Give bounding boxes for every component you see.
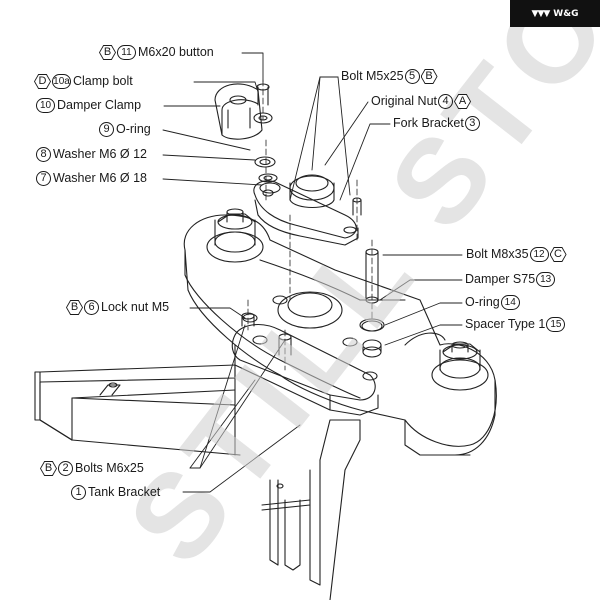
part-number-badge: 11 <box>117 45 136 60</box>
callout-label: Bolts M6x25 <box>75 461 144 475</box>
callout-original-nut: Original Nut 4 A <box>370 94 471 109</box>
callout-label: Bolt M5x25 <box>341 69 404 83</box>
callout-label: Washer M6 Ø 12 <box>53 147 148 161</box>
part-number-badge: 12 <box>529 247 549 262</box>
callout-label: O-ring <box>465 295 500 309</box>
part-number-badge: 6 <box>84 300 99 315</box>
callout-o-ring-14: O-ring 14 <box>464 295 520 310</box>
callout-label: Bolt M8x35 <box>466 247 529 261</box>
callout-damper-s75: Damper S75 13 <box>464 272 556 287</box>
callout-label: Clamp bolt <box>73 74 133 88</box>
callout-lock-nut-m5: B 6 Lock nut M5 <box>66 300 169 315</box>
part-number-badge: 4 <box>438 94 453 109</box>
triple-clamp-part <box>183 208 497 456</box>
part-number-badge: 13 <box>536 272 556 287</box>
callout-label: Spacer Type 1 <box>465 317 546 331</box>
part-number-badge: 1 <box>71 485 86 500</box>
hex-badge: D <box>34 74 51 89</box>
fork-bracket-part <box>253 174 359 246</box>
part-number-badge: 7 <box>36 171 51 186</box>
callout-damper-clamp: 10 Damper Clamp <box>36 98 141 113</box>
callout-bolts-m6x25: B 2 Bolts M6x25 <box>40 461 144 476</box>
callout-washer-12: 8 Washer M6 Ø 12 <box>36 147 147 162</box>
hex-badge: A <box>454 94 471 109</box>
callout-label: O-ring <box>116 122 151 136</box>
callout-label: Fork Bracket <box>393 116 464 130</box>
brand-mark-icon: ▼▼▼ <box>531 8 551 19</box>
callout-fork-bracket: Fork Bracket 3 <box>392 116 480 131</box>
callout-spacer-type-1: Spacer Type 1 15 <box>464 317 566 332</box>
callout-o-ring-9: 9 O-ring <box>99 122 151 137</box>
tank-bracket-part <box>34 364 241 456</box>
hex-badge: C <box>549 247 567 262</box>
hex-badge: B <box>40 461 57 476</box>
fork-tube-part <box>261 419 361 600</box>
callout-bolt-m8x35: Bolt M8x35 12 C <box>465 247 567 262</box>
part-number-badge: 15 <box>546 317 566 332</box>
callout-label: Tank Bracket <box>88 485 161 499</box>
part-number-badge: 3 <box>464 116 480 131</box>
center-lines <box>247 79 373 371</box>
part-number-badge: 5 <box>404 69 420 84</box>
part-number-badge: 10 <box>36 98 55 113</box>
hex-badge: B <box>420 69 438 84</box>
leader-lines <box>162 52 463 493</box>
part-number-badge: 8 <box>36 147 51 162</box>
part-number-badge: 2 <box>58 461 73 476</box>
part-number-badge: 9 <box>99 122 114 137</box>
part-number-badge: 10a <box>52 74 71 89</box>
part-number-badge: 14 <box>500 295 520 310</box>
brand-logo: ▼▼▼ W&G <box>510 0 600 27</box>
callout-label: Damper Clamp <box>57 98 142 112</box>
callout-label: Damper S75 <box>465 272 536 286</box>
callout-label: Washer M6 Ø 18 <box>53 171 148 185</box>
callout-m6x20-button: B 11 M6x20 button <box>99 45 214 60</box>
damper-clamp-part <box>214 83 263 140</box>
callout-tank-bracket: 1 Tank Bracket <box>71 485 160 500</box>
callout-label: Original Nut <box>371 94 437 108</box>
callout-label: Lock nut M5 <box>101 300 170 314</box>
callout-label: M6x20 button <box>138 45 214 59</box>
brand-name: W&G <box>553 8 579 19</box>
callout-clamp-bolt: D 10a Clamp bolt <box>34 74 133 89</box>
hex-badge: B <box>99 45 116 60</box>
callout-bolt-m5x25: Bolt M5x25 5 B <box>340 69 438 84</box>
middle-plate-part <box>231 324 379 416</box>
hex-badge: B <box>66 300 83 315</box>
callout-washer-18: 7 Washer M6 Ø 18 <box>36 171 147 186</box>
